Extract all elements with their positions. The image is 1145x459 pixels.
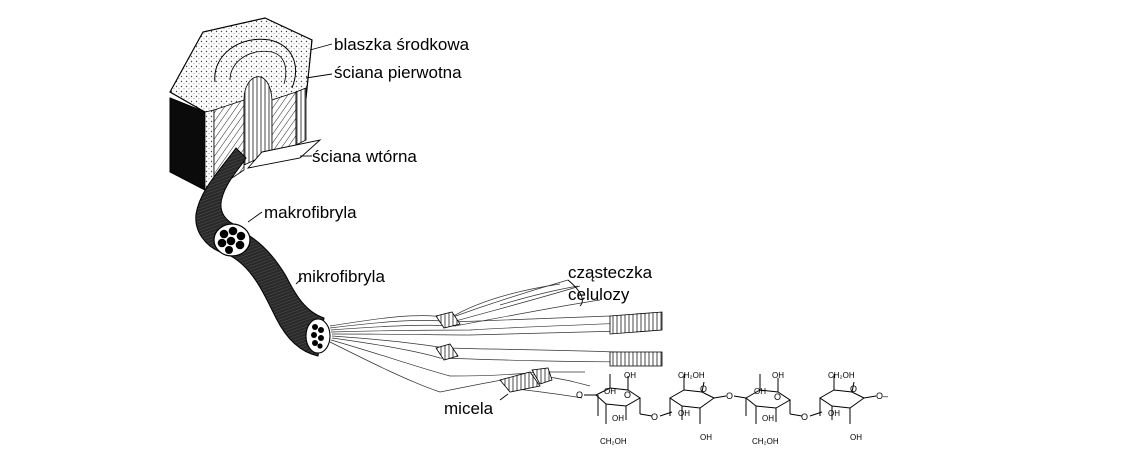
ring-1-oxygen: O (624, 390, 631, 400)
chain-end-oxygen: O– (876, 391, 888, 401)
glucose-ring-1 (595, 374, 653, 424)
micelle-bundles (435, 311, 663, 393)
chain-start-oxygen: O (576, 390, 583, 400)
oh-1c: OH (612, 414, 624, 423)
label-microfibril: mikrofibryla (298, 267, 385, 286)
oh-3b: OH (772, 371, 784, 380)
cellulose-structural-formula: O OH OH OH O CH₂OH O CH₂O (576, 371, 888, 446)
label-primary-wall: ściana pierwotna (334, 63, 462, 82)
macrofibril-cross-section (213, 223, 251, 257)
cell-front-dark-face (169, 97, 206, 191)
ring-4-oxygen: O (850, 384, 857, 394)
oh-1b: OH (624, 371, 636, 380)
label-secondary-wall: ściana wtórna (312, 147, 417, 166)
link-oxygen-2: O (726, 391, 733, 401)
glucose-ring-2 (669, 374, 727, 424)
glucose-ring-3 (745, 374, 803, 424)
ch2oh-3: CH₂OH (752, 437, 779, 446)
ring-2-oxygen: O (700, 384, 707, 394)
link-oxygen-1: O (651, 412, 658, 422)
ch2oh-1: CH₂OH (600, 437, 627, 446)
secondary-wall-sheet (246, 139, 322, 169)
oh-4a: OH (828, 409, 840, 418)
oh-2b: OH (700, 433, 712, 442)
label-macrofibril: makrofibryla (264, 203, 357, 222)
oh-3c: OH (762, 414, 774, 423)
cell-wall-block (169, 17, 322, 191)
oh-4b: OH (850, 433, 862, 442)
ch2oh-2: CH₂OH (678, 371, 705, 380)
oh-1a: OH (604, 387, 616, 396)
ch2oh-4: CH₂OH (828, 371, 855, 380)
leader-lines (247, 43, 583, 401)
ring-3-oxygen: O (774, 392, 781, 402)
oh-2a: OH (678, 409, 690, 418)
microfibril-cross-section (305, 318, 331, 354)
label-cellulose-molecule-line1: cząsteczka (568, 263, 653, 282)
link-oxygen-3: O (801, 412, 808, 422)
glucose-ring-4 (819, 374, 877, 424)
oh-3a: OH (754, 387, 766, 396)
fibril-rope (195, 147, 331, 357)
label-micelle: micela (444, 399, 494, 418)
label-middle-lamella: blaszka środkowa (334, 35, 470, 54)
cell-lumen-top (214, 38, 296, 89)
label-cellulose-molecule-line2: celulozy (568, 285, 630, 304)
